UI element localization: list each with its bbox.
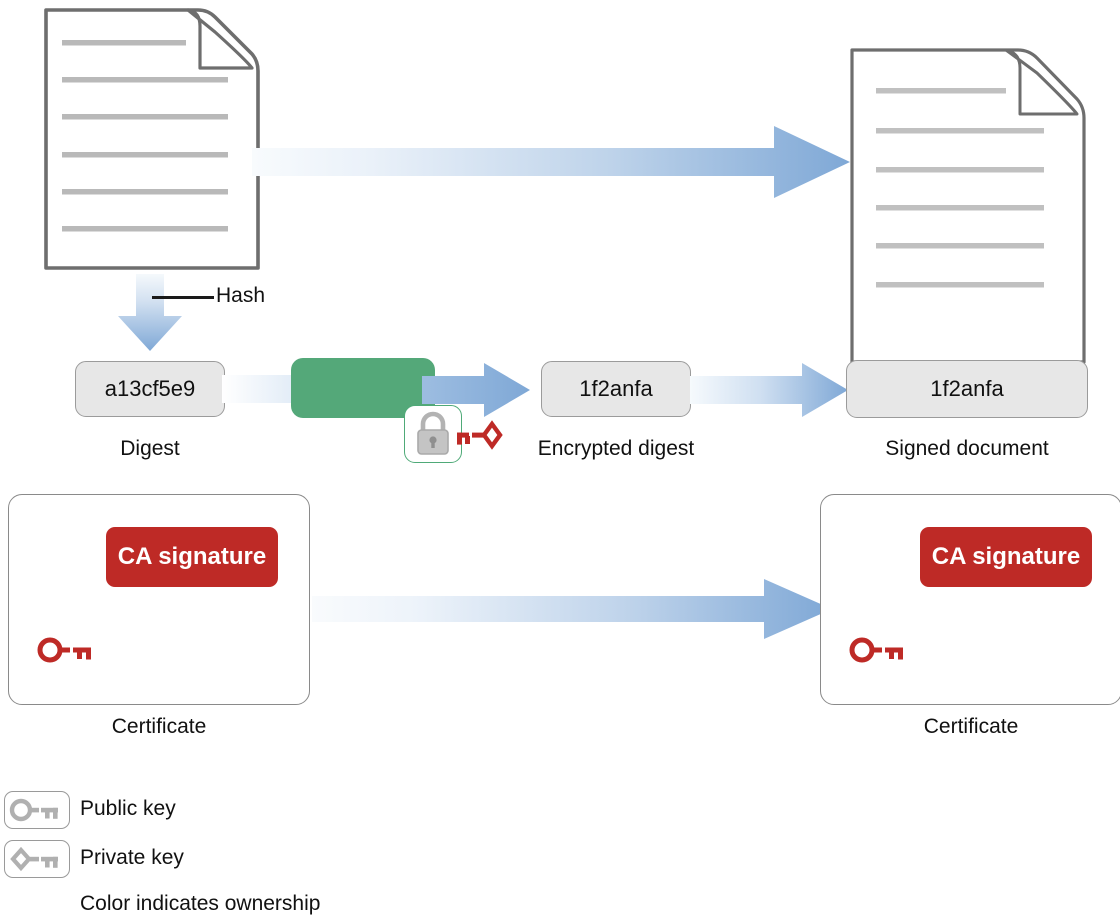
arrow-document-to-signed-document xyxy=(252,124,852,200)
encrypted-digest-caption: Encrypted digest xyxy=(537,437,695,460)
signed-document-caption: Signed document xyxy=(885,437,1049,460)
padlock-icon xyxy=(417,411,449,455)
legend-private-key-box xyxy=(4,840,70,878)
arrow-encrypted-digest-to-signed-document xyxy=(690,363,850,417)
connector-digest-to-encrypt xyxy=(222,375,302,403)
hash-arrow xyxy=(116,274,184,352)
down-arrow-icon xyxy=(118,274,182,351)
private-key-icon xyxy=(10,846,58,872)
encrypt-lock-card xyxy=(404,405,462,463)
legend-ownership-note: Color indicates ownership xyxy=(80,892,321,915)
document-icon xyxy=(44,8,260,270)
private-key-icon xyxy=(457,420,503,450)
hash-leader-line xyxy=(152,296,214,299)
public-key-icon xyxy=(9,798,58,822)
legend-public-key-label: Public key xyxy=(80,797,176,820)
legend-public-key-box xyxy=(4,791,70,829)
certificate-right: CA signature xyxy=(820,494,1120,705)
legend-private-key-label: Private key xyxy=(80,846,184,869)
signed-document-digest-value: 1f2anfa xyxy=(930,376,1004,401)
encrypted-digest-value: 1f2anfa xyxy=(579,376,653,401)
certificate-public-key xyxy=(847,633,909,667)
arrow-encrypt-to-encrypted-digest xyxy=(422,363,532,417)
connector-bar-icon xyxy=(222,375,302,403)
document-icon xyxy=(850,48,1086,364)
hash-label: Hash xyxy=(216,284,266,307)
encrypted-digest-chip: 1f2anfa xyxy=(541,361,691,417)
digest-value: a13cf5e9 xyxy=(104,376,196,401)
ca-signature-badge: CA signature xyxy=(920,527,1092,587)
certificate-left-caption: Certificate xyxy=(111,715,207,738)
certificate-public-key xyxy=(35,633,97,667)
signed-document-digest-chip: 1f2anfa xyxy=(846,360,1088,418)
digest-caption: Digest xyxy=(120,437,180,460)
right-arrow-icon xyxy=(690,363,848,417)
source-document xyxy=(40,4,262,274)
right-arrow-icon xyxy=(252,126,850,198)
arrow-certificate-to-certificate xyxy=(312,578,834,640)
ca-signature-badge: CA signature xyxy=(106,527,278,587)
right-arrow-icon xyxy=(422,363,530,417)
signed-document xyxy=(848,46,1086,364)
certificate-right-caption: Certificate xyxy=(923,715,1019,738)
public-key-icon xyxy=(37,637,91,663)
public-key-icon xyxy=(849,637,903,663)
right-arrow-icon xyxy=(312,579,832,639)
certificate-left: CA signature xyxy=(8,494,310,705)
digest-chip: a13cf5e9 xyxy=(75,361,225,417)
encrypt-private-key xyxy=(452,418,504,452)
